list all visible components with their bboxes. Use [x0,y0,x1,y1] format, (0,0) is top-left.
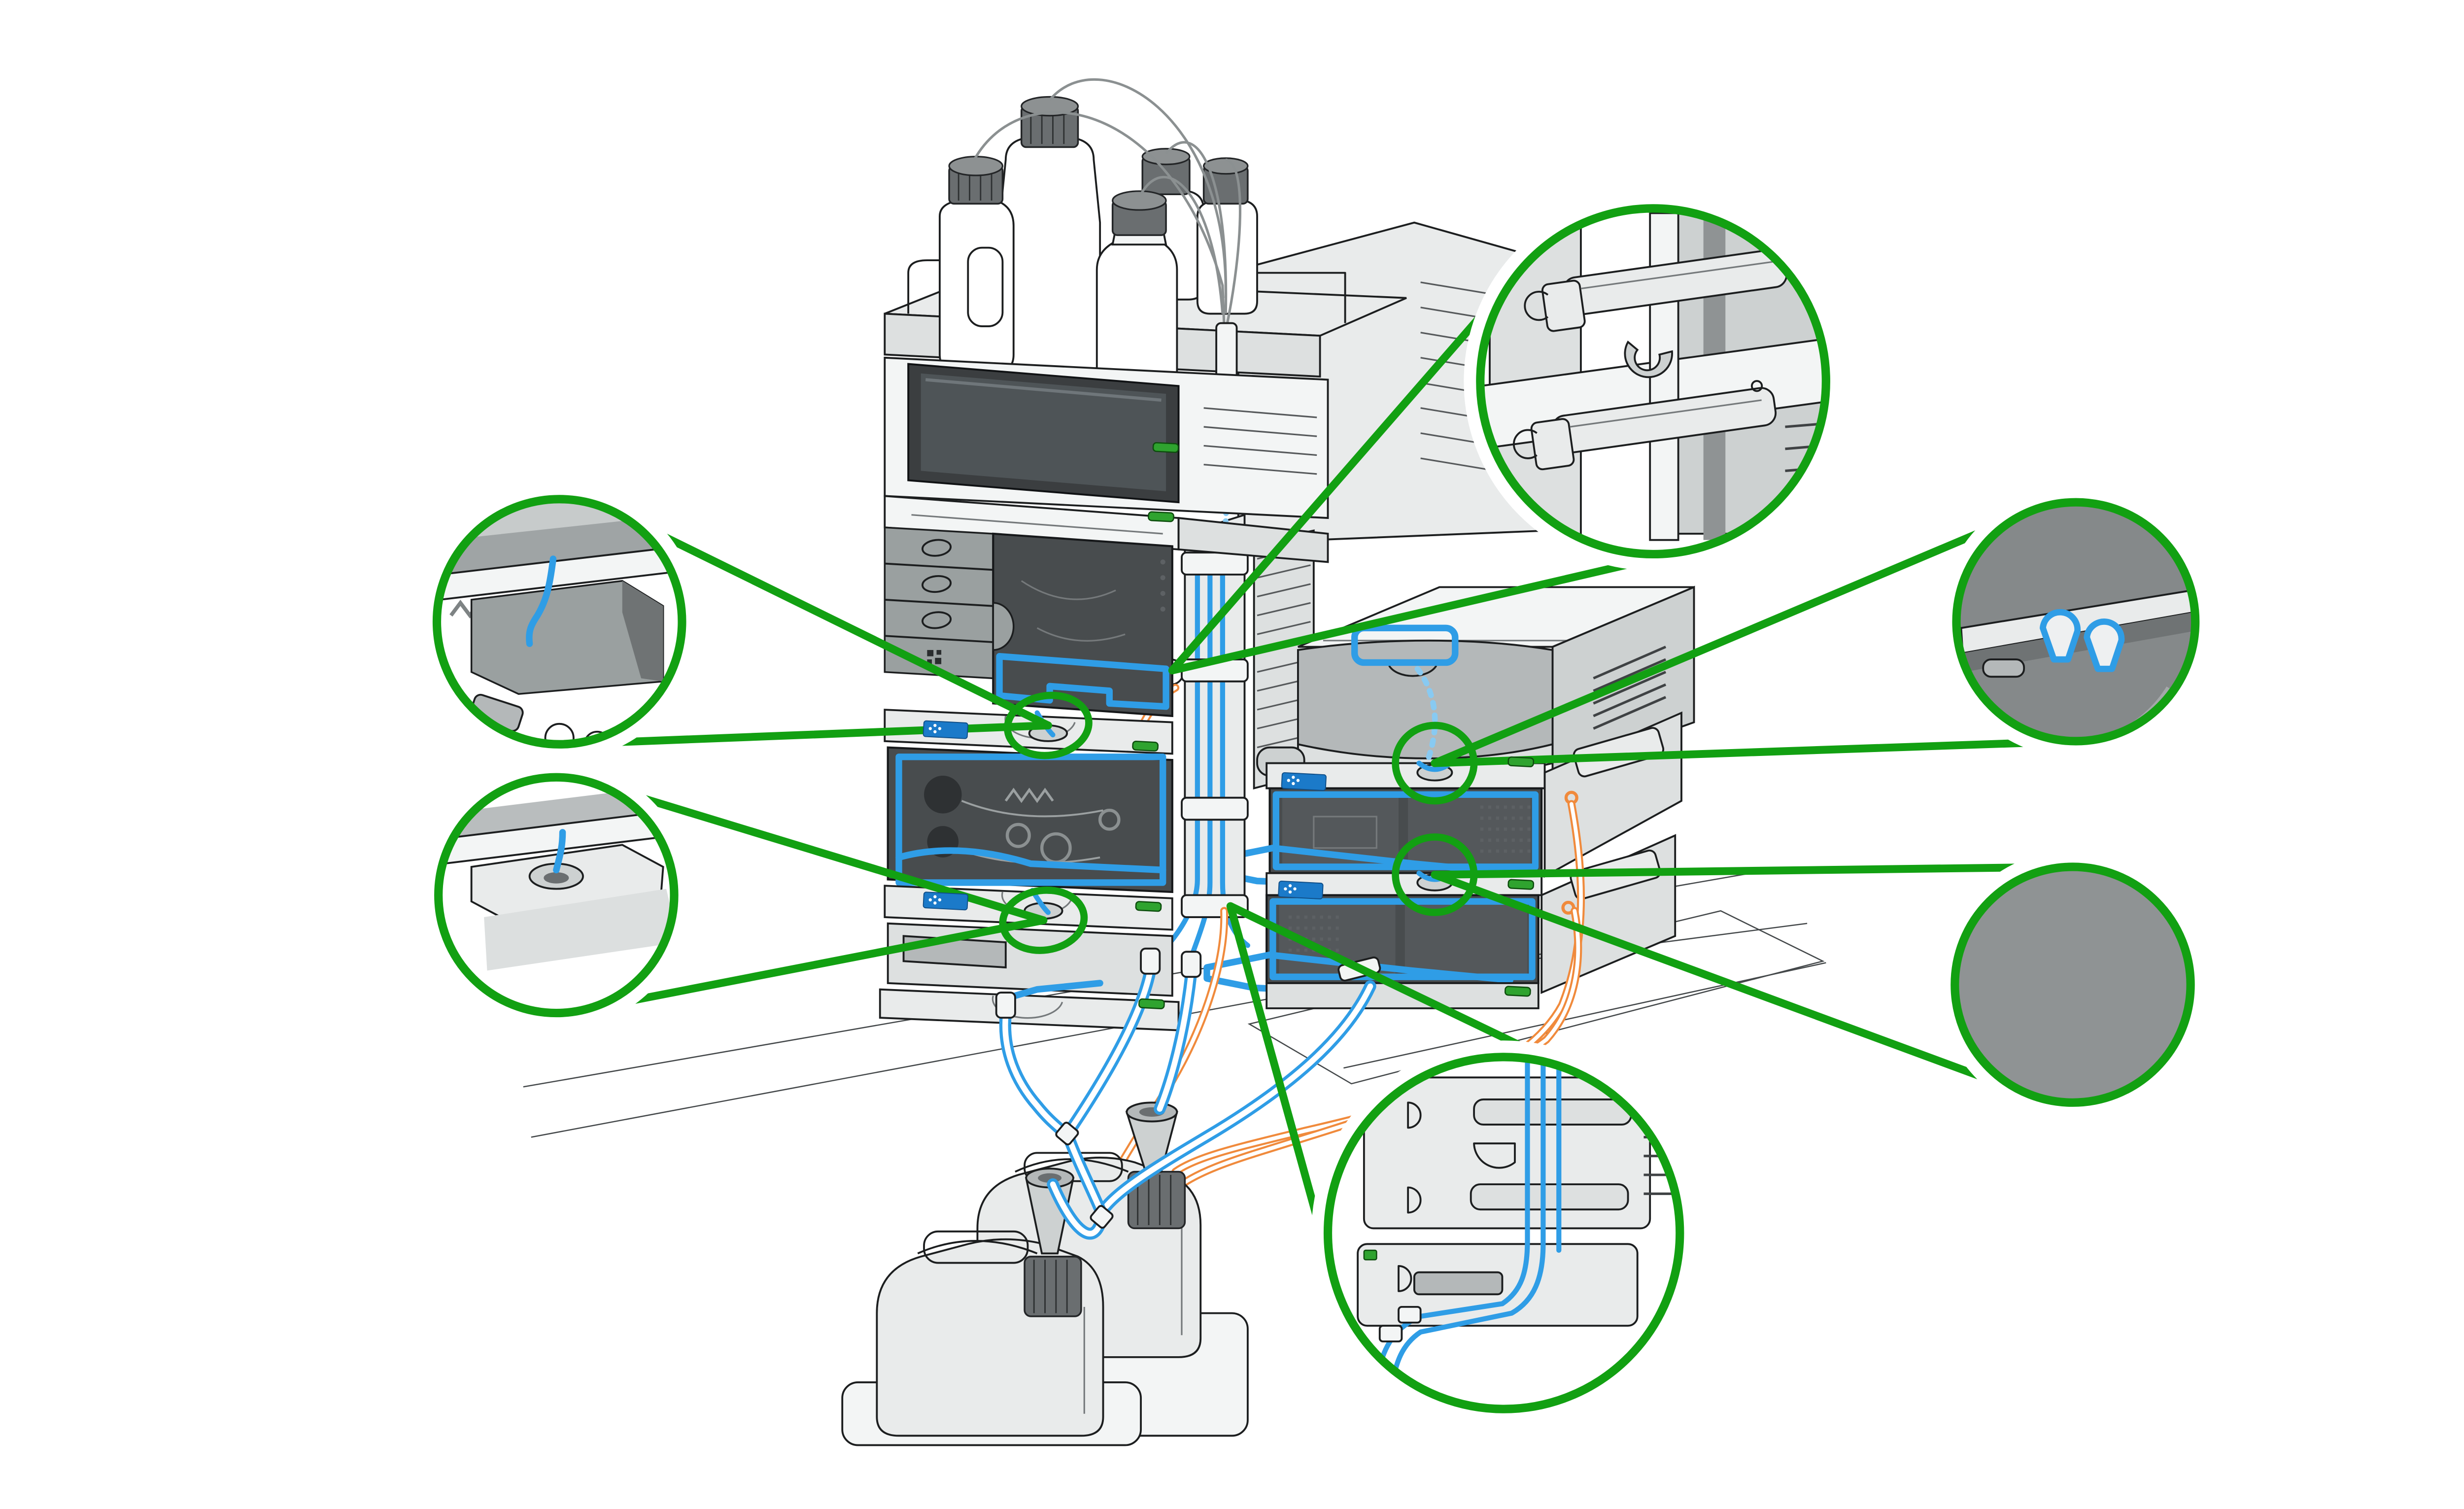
status-led [1152,442,1179,453]
d-handle [1407,1101,1422,1129]
autosampler [884,526,1173,718]
bottle-tubes [973,78,1241,327]
touchscreen [921,373,1166,491]
drain-tube-blue-small [553,829,566,874]
rear-panel-lower [1357,1243,1639,1327]
degasser-module [884,495,1329,563]
callout-tubing-clips [1476,204,1830,559]
drain-tube-blue [526,555,557,647]
solvent-bottles [938,78,1258,524]
tube-sleeve-d [1181,951,1202,978]
column-compartment-side-slots [1593,646,1667,730]
pump-tube-highlight [895,754,1166,886]
tube-sleeve-a [995,992,1016,1019]
detector-base [1266,982,1540,1009]
blue-drain-funnels [2040,609,2125,672]
hook-clip [1624,341,1673,378]
callout-detector-drain-lower-background [1954,866,2191,1103]
callout-leak-funnel [434,773,679,1018]
status-led [1148,511,1174,522]
vendor-logo-spark [928,723,942,733]
pump-leak-pan [895,847,1166,874]
marker-leak-funnel-det-upper [1392,721,1478,805]
callout-content-detector-drain [1956,502,2195,741]
callout-backs [420,192,2212,1426]
screw [1750,380,1763,392]
rear-blue-tubes [1377,1059,1562,1388]
tube-y2-out [1047,1178,1108,1240]
front-drain-stub [1012,980,1103,999]
y-connector-2 [1090,1205,1114,1229]
callout-leak-funnel-leader [575,916,1048,1015]
vendor-logo-spark [1284,884,1297,894]
vendor-logo-spark [928,895,942,905]
status-led [1504,986,1531,997]
callout-detector-drain-upper [1952,498,2200,746]
canister-right-cap [1127,1170,1186,1230]
callout-detector-drain-lower-leader [1431,870,2036,1099]
callout-tubing-clips-leader [1168,264,1527,675]
waste-canister-left [841,1167,1142,1446]
y-connector-1 [1055,1122,1079,1146]
autosampler-tube-highlight [996,653,1169,710]
right-stack [1203,585,1825,1085]
qr-glyph [927,650,942,664]
bottle-2 [998,96,1101,373]
bottle-3 [1095,190,1178,385]
pump-module [887,746,1173,893]
tube-sleeve-b [1140,947,1161,975]
detector-lower-tube-highlight [1269,898,1536,980]
display-module [884,356,1329,519]
status-led [1135,901,1162,912]
blue-waste-tubes [995,947,1376,1240]
vendor-logo-spark [1287,776,1300,786]
tube-to-right-funnel [1154,967,1198,1115]
drain-hole [544,872,569,884]
marker-leak-funnel-det-lower [1392,833,1478,916]
marker-leak-funnel-pump [999,886,1088,954]
tube-channel-left [1065,964,1157,1134]
status-led [1507,756,1535,767]
callout-pump-drain-leader [609,508,1052,729]
autosampler-drawers [884,526,994,680]
rear-panel-upper [1363,1076,1651,1230]
callout-rear-tube-routing [1323,1053,1684,1413]
callout-tubing-clips-leader [1168,546,1696,675]
status-led [1138,998,1165,1009]
callout-detector-drain-lower-leader [1431,863,2076,879]
clip-bar-lower [1513,387,1777,471]
callout-content-rear-routing [1357,1059,1678,1388]
status-led [1132,740,1159,752]
callout-detector-drain-upper-leader [1431,737,2084,767]
rear-clip-bar [1470,1183,1629,1211]
callout-content-tubing-clips [1480,208,1826,550]
bottom-module [879,922,1180,1031]
rear-clip-bar [1473,1098,1632,1126]
marker-leak-funnel-autosampler [1004,691,1093,759]
door-notch [1388,665,1437,677]
left-stack [879,78,1407,1031]
side-handle-bracket [1573,727,1665,778]
canister-left-cap [1024,1256,1082,1317]
bottle-1 [938,156,1015,372]
target-markers [999,691,1478,954]
callout-pump-drain [432,495,686,749]
top-handle-tube-highlight [1351,624,1459,666]
tray-rail-left [907,259,1015,314]
tube-y1-out [1062,1131,1106,1216]
tube-right-stack-diagonal [1100,980,1376,1212]
status-leds [1132,442,1535,1009]
vendor-badges [923,720,1327,911]
status-led [1507,879,1535,890]
callout-detector-drain-lower [1951,862,2195,1107]
callout-rings [432,204,2200,1413]
callout-detector-drain-upper-leader [1431,508,2033,767]
tube-front-drain [999,1008,1072,1140]
door-hinge-disc [992,602,1015,651]
bottle-handle [967,246,1004,327]
canister-left-handle [923,1230,1029,1264]
d-handle [1407,1186,1422,1214]
